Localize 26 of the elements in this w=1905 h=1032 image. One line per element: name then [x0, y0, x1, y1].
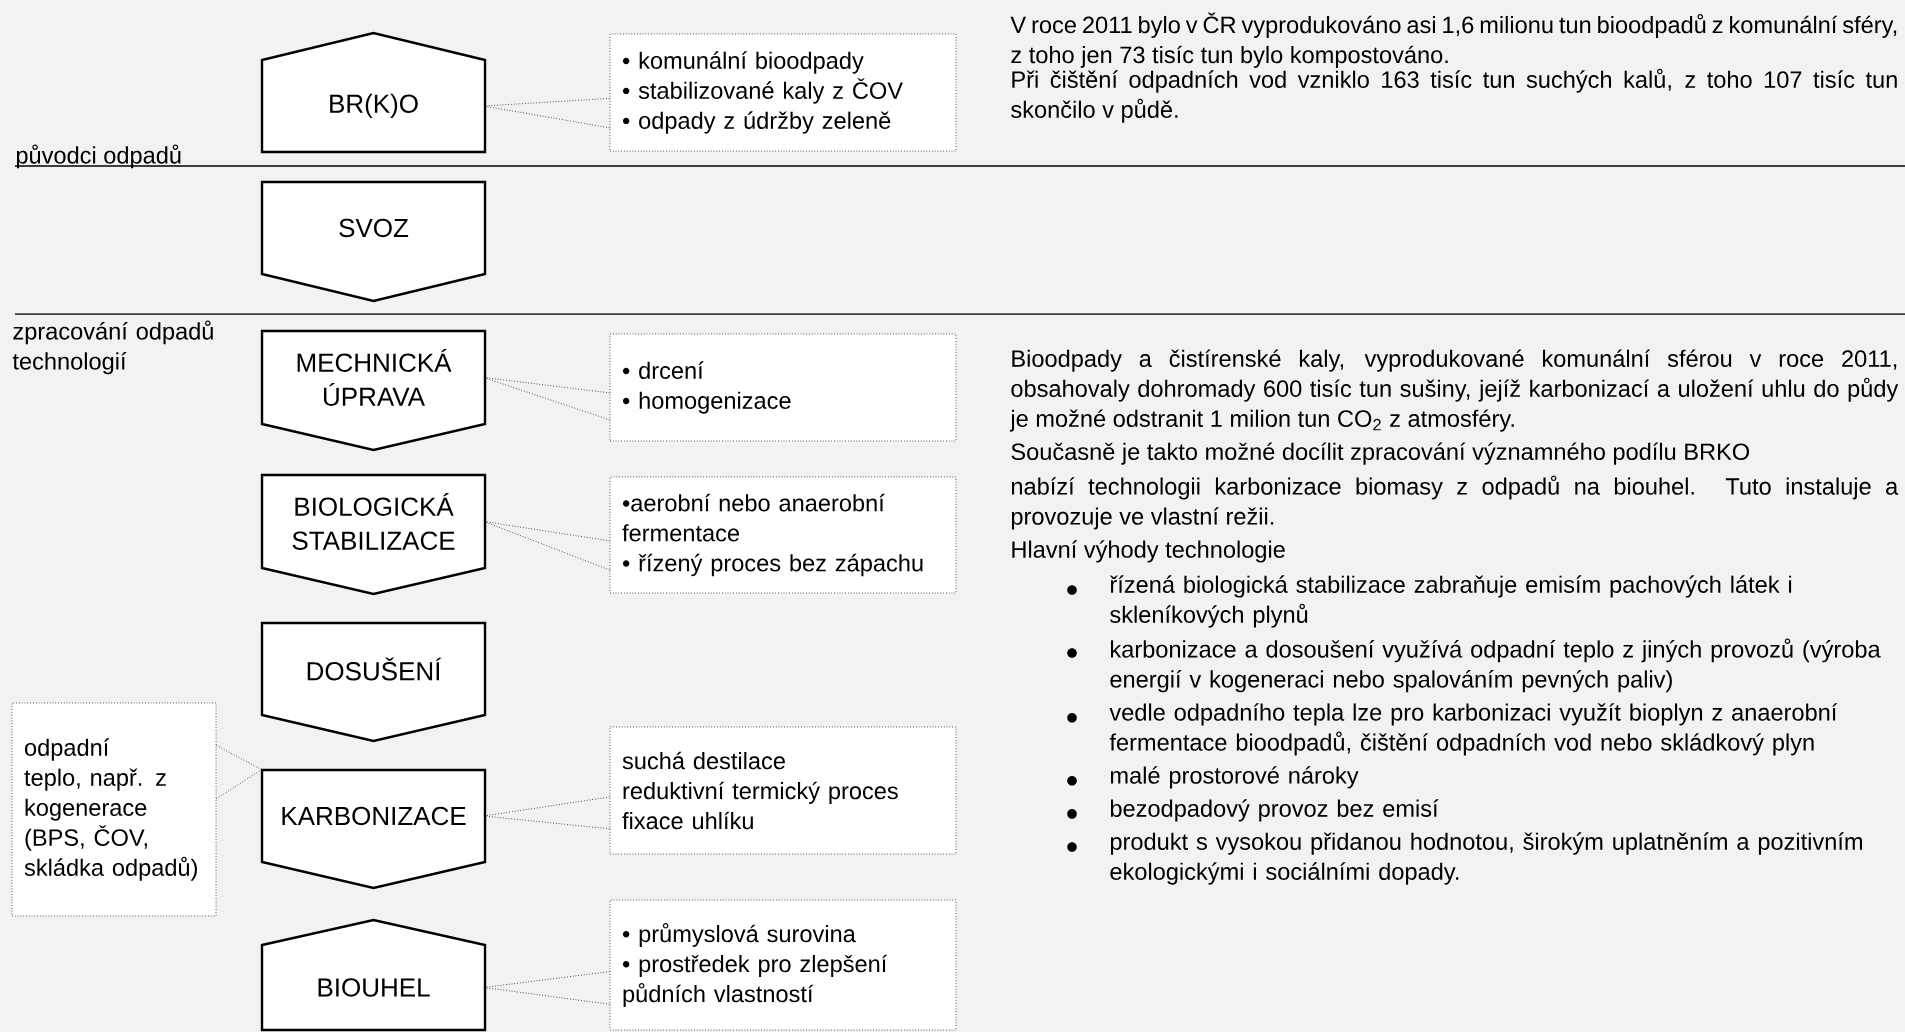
- note-box: • průmyslová surovina • prostředek pro zlepšení půdních vlastností: [609, 899, 957, 1031]
- section-label: původci odpadů: [16, 144, 181, 169]
- paragraph: V roce 2011 bylo v ČR vyprodukováno asi 1,6 milionu tun bioodpadů z komunální sféry, z toho jen 73 tisíc tun bylo kompostováno.: [1010, 12, 1897, 68]
- bullet-item: produkt s vysokou přidanou hodnotou, širokým uplatněním a pozitivním ekologickými i sociálními dopady.: [1067, 832, 1862, 885]
- paragraph: nabízí technologii karbonizace biomasy z odpadů na biouhel. Tuto instaluje a provozuje ve vlastní režii.: [1011, 475, 1899, 530]
- note-box: • komunální bioodpady • stabilizované kaly z ČOV • odpady z údržby zeleně: [609, 33, 957, 152]
- leader-line: [483, 377, 610, 421]
- leader-line: [483, 971, 610, 1005]
- leader-line: [216, 744, 262, 800]
- process-pentagon: BIOUHEL: [260, 918, 487, 1032]
- paragraph: Hlavní výhody technologie: [1012, 540, 1285, 563]
- bullet-item: karbonizace a dosoušení využívá odpadní teplo z jiných provozů (výroba energií v kogeneraci nebo spalováním pevných paliv): [1067, 638, 1881, 693]
- note-box: •aerobní nebo anaerobní fermentace • řízený proces bez zápachu: [609, 476, 957, 594]
- note-box: • drcení • homogenizace: [609, 333, 957, 442]
- leader-line: [483, 796, 610, 830]
- bullet-item: malé prostorové nároky: [1067, 766, 1359, 789]
- paragraph: Při čištění odpadních vod vzniklo 163 tisíc tun suchých kalů, z toho 107 tisíc tun skončilo v půdě.: [1011, 68, 1897, 123]
- bullet-item: bezodpadový provoz bez emisí: [1067, 799, 1439, 822]
- note-box: suchá destilace reduktivní termický proces fixace uhlíku: [609, 726, 957, 855]
- paragraph: Bioodpady a čistírenské kaly, vyprodukované komunální sférou v roce 2011, obsahovaly dohromady 600 tisíc tun sušiny, jejíž karbonizací a uložení uhlu do půdy je možné odstranit 1 milion tun CO$_{2}$ z atmosféry.: [1009, 349, 1899, 432]
- note-box: odpadní teplo, např. z kogenerace (BPS, ČOV, skládka odpadů): [11, 702, 217, 917]
- process-pentagon: BIOLOGICKÁ STABILIZACE: [260, 473, 487, 596]
- leader-line: [483, 98, 610, 129]
- paragraph: Současně je takto možné docílit zpracování významného podílu BRKO: [1011, 442, 1750, 465]
- leader-line: [483, 521, 610, 571]
- section-label: zpracování odpadů technologií: [12, 320, 213, 375]
